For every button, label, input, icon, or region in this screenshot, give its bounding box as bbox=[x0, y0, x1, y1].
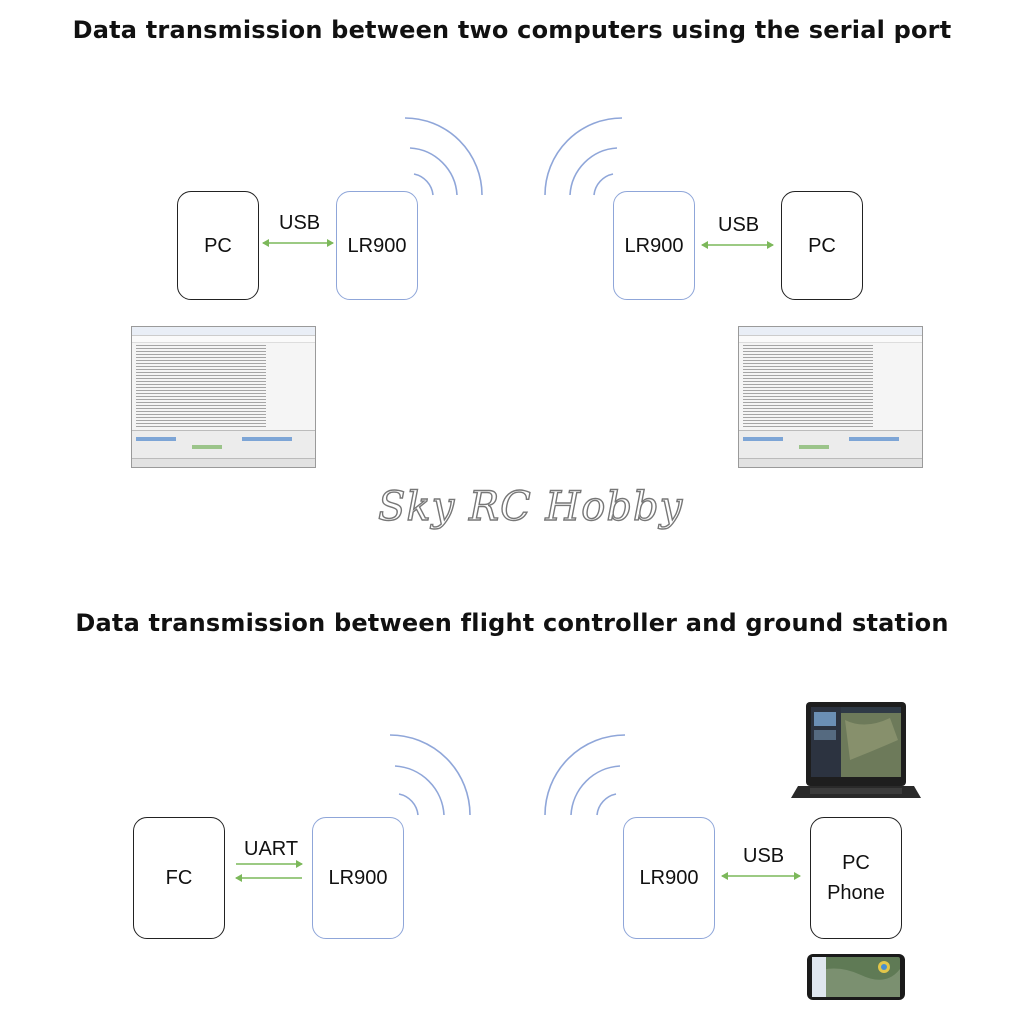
pc-phone-box-line2: Phone bbox=[827, 882, 885, 904]
lr900-box-gs-label: LR900 bbox=[639, 867, 699, 889]
lr900-box-gs: LR900 bbox=[623, 817, 715, 939]
usb-label-right: USB bbox=[718, 214, 760, 236]
pc-box-right: PC bbox=[781, 191, 863, 300]
laptop-icon bbox=[791, 702, 921, 798]
fc-box: FC bbox=[133, 817, 225, 939]
lr900-box-left-label: LR900 bbox=[347, 234, 407, 257]
radio-wave-icon bbox=[544, 117, 623, 196]
lr900-box-right: LR900 bbox=[613, 191, 695, 300]
pc-box-left: PC bbox=[177, 191, 259, 300]
uart-label: UART bbox=[244, 838, 299, 860]
lr900-box-left: LR900 bbox=[336, 191, 418, 300]
section2-title: Data transmission between flight control… bbox=[75, 609, 949, 637]
lr900-box-fc-label: LR900 bbox=[328, 867, 388, 889]
fc-box-label: FC bbox=[165, 867, 193, 889]
lr900-box-right-label: LR900 bbox=[624, 234, 684, 257]
pc-phone-box: PC Phone bbox=[810, 817, 902, 939]
radio-wave-icon bbox=[389, 734, 471, 816]
usb-label-section2: USB bbox=[743, 845, 785, 867]
watermark-logo: Sky RC Hobby bbox=[377, 483, 684, 530]
radio-wave-icon bbox=[404, 117, 483, 196]
pc-box-right-label: PC bbox=[808, 234, 836, 257]
serial-terminal-screenshot-left bbox=[131, 326, 316, 468]
usb-label-left: USB bbox=[279, 212, 321, 234]
pc-phone-box-line1: PC bbox=[842, 852, 870, 874]
radio-wave-icon bbox=[544, 734, 626, 816]
pc-box-left-label: PC bbox=[204, 234, 232, 257]
lr900-box-fc: LR900 bbox=[312, 817, 404, 939]
section1-title: Data transmission between two computers … bbox=[72, 16, 952, 44]
phone-icon bbox=[807, 954, 905, 1000]
serial-terminal-screenshot-right bbox=[738, 326, 923, 468]
